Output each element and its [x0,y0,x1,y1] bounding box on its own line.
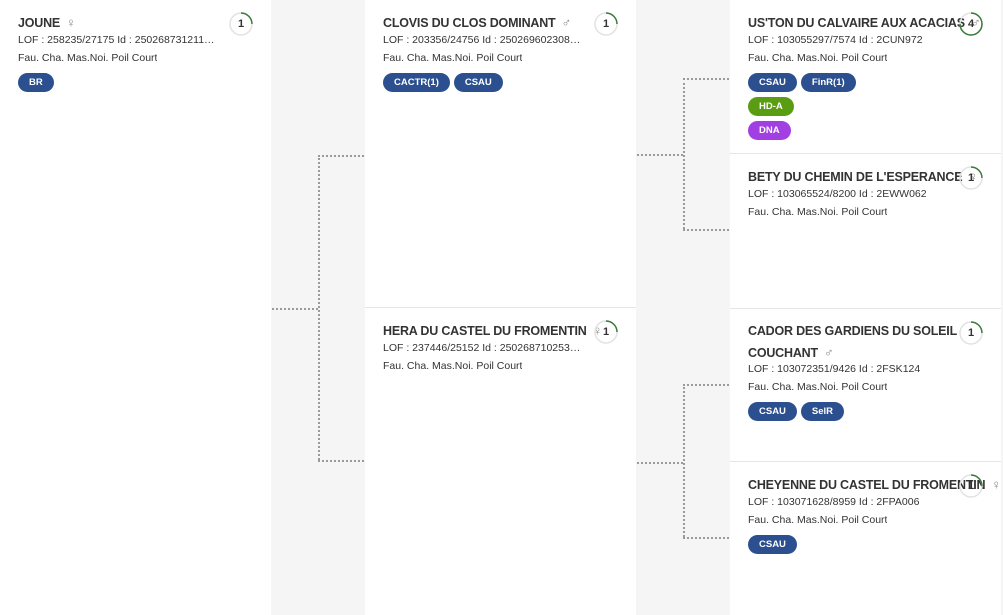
dog-ids: LOF : 203356/24756 Id : 250269602308… [383,34,581,46]
dog-ids: LOF : 103055297/7574 Id : 2CUN972 [748,34,923,46]
ring-count: 1 [602,18,610,30]
dog-ids: LOF : 103065524/8200 Id : 2EWW062 [748,188,927,200]
connector-father-out [637,154,683,156]
badge-list: CSAU [748,534,801,558]
ring-count: 1 [237,18,245,30]
dog-card-maternal-grandmother[interactable]: CHEYENNE DU CASTEL DU FROMENTIN♀ 1 LOF :… [730,462,1001,615]
dog-card-subject[interactable]: JOUNE♀ 1 LOF : 258235/27175 Id : 2502687… [0,0,271,615]
ring-count: 1 [602,326,610,338]
dog-card-paternal-grandfather[interactable]: US'TON DU CALVAIRE AUX ACACIAS♂ 4 LOF : … [730,0,1001,154]
dog-ids: LOF : 103071628/8959 Id : 2FPA006 [748,496,920,508]
dog-color: Fau. Cha. Mas.Noi. Poil Court [383,360,523,372]
connector-pgm [683,229,729,231]
dog-ids: LOF : 103072351/9426 Id : 2FSK124 [748,363,921,375]
dog-card-mother[interactable]: HERA DU CASTEL DU FROMENTIN♀ 1 LOF : 237… [365,308,636,615]
dog-name[interactable]: CHEYENNE DU CASTEL DU FROMENTIN♀ [748,477,1001,492]
badge-title[interactable]: CACTR(1) [383,73,450,92]
badge-title[interactable]: SelR [800,402,845,421]
male-icon: ♂ [823,345,834,360]
dog-name[interactable]: US'TON DU CALVAIRE AUX ACACIAS♂ [748,15,981,30]
male-icon: ♂ [561,15,572,30]
female-icon: ♀ [66,15,76,30]
ring-count: 4 [967,18,975,30]
male-icon: ♂ [970,15,981,30]
connector-mother [318,460,364,462]
dog-name[interactable]: JOUNE♀ [18,15,76,30]
progress-ring: 1 [959,321,983,345]
progress-ring: 4 [959,12,983,36]
ring-count: 1 [967,327,975,339]
connector-subject [272,308,318,310]
dog-color: Fau. Cha. Mas.Noi. Poil Court [18,52,158,64]
connector-gen2a-vertical [683,78,685,229]
progress-ring: 1 [959,166,983,190]
dog-ids: LOF : 258235/27175 Id : 250268731211… [18,34,215,46]
progress-ring: 1 [594,12,618,36]
ring-count: 1 [967,172,975,184]
female-icon: ♀ [968,169,978,184]
dog-color: Fau. Cha. Mas.Noi. Poil Court [748,52,888,64]
dog-color: Fau. Cha. Mas.Noi. Poil Court [383,52,523,64]
progress-ring: 1 [594,320,618,344]
dog-name[interactable]: CLOVIS DU CLOS DOMINANT♂ [383,15,572,30]
ring-count: 1 [967,480,975,492]
badge-title[interactable]: FinR(1) [800,73,856,92]
dog-name[interactable]: HERA DU CASTEL DU FROMENTIN♀ [383,323,603,338]
connector-mgm [683,537,729,539]
badge-title[interactable]: BR [18,73,54,92]
badge-title[interactable]: CSAU [453,73,503,92]
dog-color: Fau. Cha. Mas.Noi. Poil Court [748,514,888,526]
dog-color: Fau. Cha. Mas.Noi. Poil Court [748,206,888,218]
badge-title[interactable]: CSAU [748,73,797,92]
badge-title[interactable]: CSAU [748,535,797,554]
progress-ring: 1 [229,12,253,36]
connector-mgf [683,384,729,386]
badge-title[interactable]: CSAU [748,402,797,421]
dog-card-paternal-grandmother[interactable]: BETY DU CHEMIN DE L'ESPERANCE♀ 1 LOF : 1… [730,154,1001,308]
dog-name[interactable]: BETY DU CHEMIN DE L'ESPERANCE♀ [748,169,978,184]
badge-list: CACTR(1)CSAU [383,72,507,96]
dog-ids: LOF : 237446/25152 Id : 250268710253… [383,342,581,354]
connector-gen1-vertical [318,155,320,460]
badge-list: BR [18,72,58,96]
badge-dna[interactable]: DNA [748,121,791,140]
connector-gen2b-vertical [683,384,685,537]
dog-color: Fau. Cha. Mas.Noi. Poil Court [748,381,888,393]
connector-mother-out [637,462,683,464]
female-icon: ♀ [991,477,1001,492]
badge-health-hd[interactable]: HD-A [748,97,794,116]
connector-pgf [683,78,729,80]
connector-father [318,155,364,157]
female-icon: ♀ [592,323,603,338]
progress-ring: 1 [959,474,983,498]
dog-card-father[interactable]: CLOVIS DU CLOS DOMINANT♂ 1 LOF : 203356/… [365,0,636,308]
